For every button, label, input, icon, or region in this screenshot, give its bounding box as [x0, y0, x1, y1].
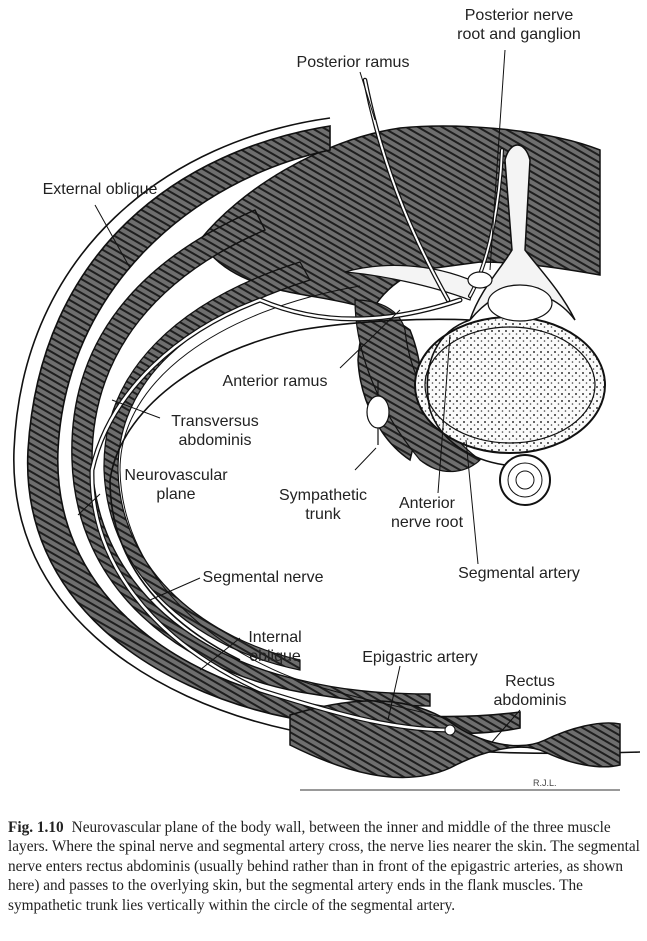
external-oblique-layer: [26, 125, 521, 735]
label-posterior-root: Posterior nerve root and ganglion: [457, 7, 581, 43]
caption-number: Fig. 1.10: [8, 819, 64, 836]
label-neurovascular: Neurovascular plane: [124, 467, 228, 503]
segmental-artery-path: [109, 318, 506, 661]
diagram-drawing: [13, 49, 641, 791]
label-external-oblique: External oblique: [42, 181, 158, 198]
caption-text: Neurovascular plane of the body wall, be…: [8, 819, 640, 914]
transverse-process: [344, 264, 476, 301]
internal-oblique-layer: [71, 209, 431, 707]
label-posterior-ramus: Posterior ramus: [296, 54, 410, 71]
label-anterior-ramus: Anterior ramus: [222, 373, 328, 390]
dorsal-root-ganglion: [467, 271, 493, 289]
aorta: [499, 454, 551, 506]
spinal-cord: [487, 284, 553, 322]
sympathetic-ganglion: [366, 380, 390, 445]
body-wall-diagram: Posterior nerve root and ganglion Poster…: [13, 7, 641, 791]
epigastric-vessel: [444, 724, 456, 736]
artist-signature: R.J.L.: [533, 778, 557, 788]
label-anterior-root: Anterior nerve root: [390, 495, 464, 531]
label-transversus: Transversus abdominis: [171, 413, 259, 449]
label-epigastric: Epigastric artery: [362, 649, 478, 666]
label-internal-oblique: Internal oblique: [248, 629, 302, 665]
label-rectus: Rectus abdominis: [493, 673, 567, 709]
label-sympathetic: Sympathetic trunk: [278, 487, 368, 523]
inner-lining: [119, 285, 451, 721]
label-segmental-artery: Segmental artery: [458, 565, 580, 582]
label-segmental-nerve: Segmental nerve: [202, 569, 324, 586]
leader-lines: [77, 49, 521, 743]
